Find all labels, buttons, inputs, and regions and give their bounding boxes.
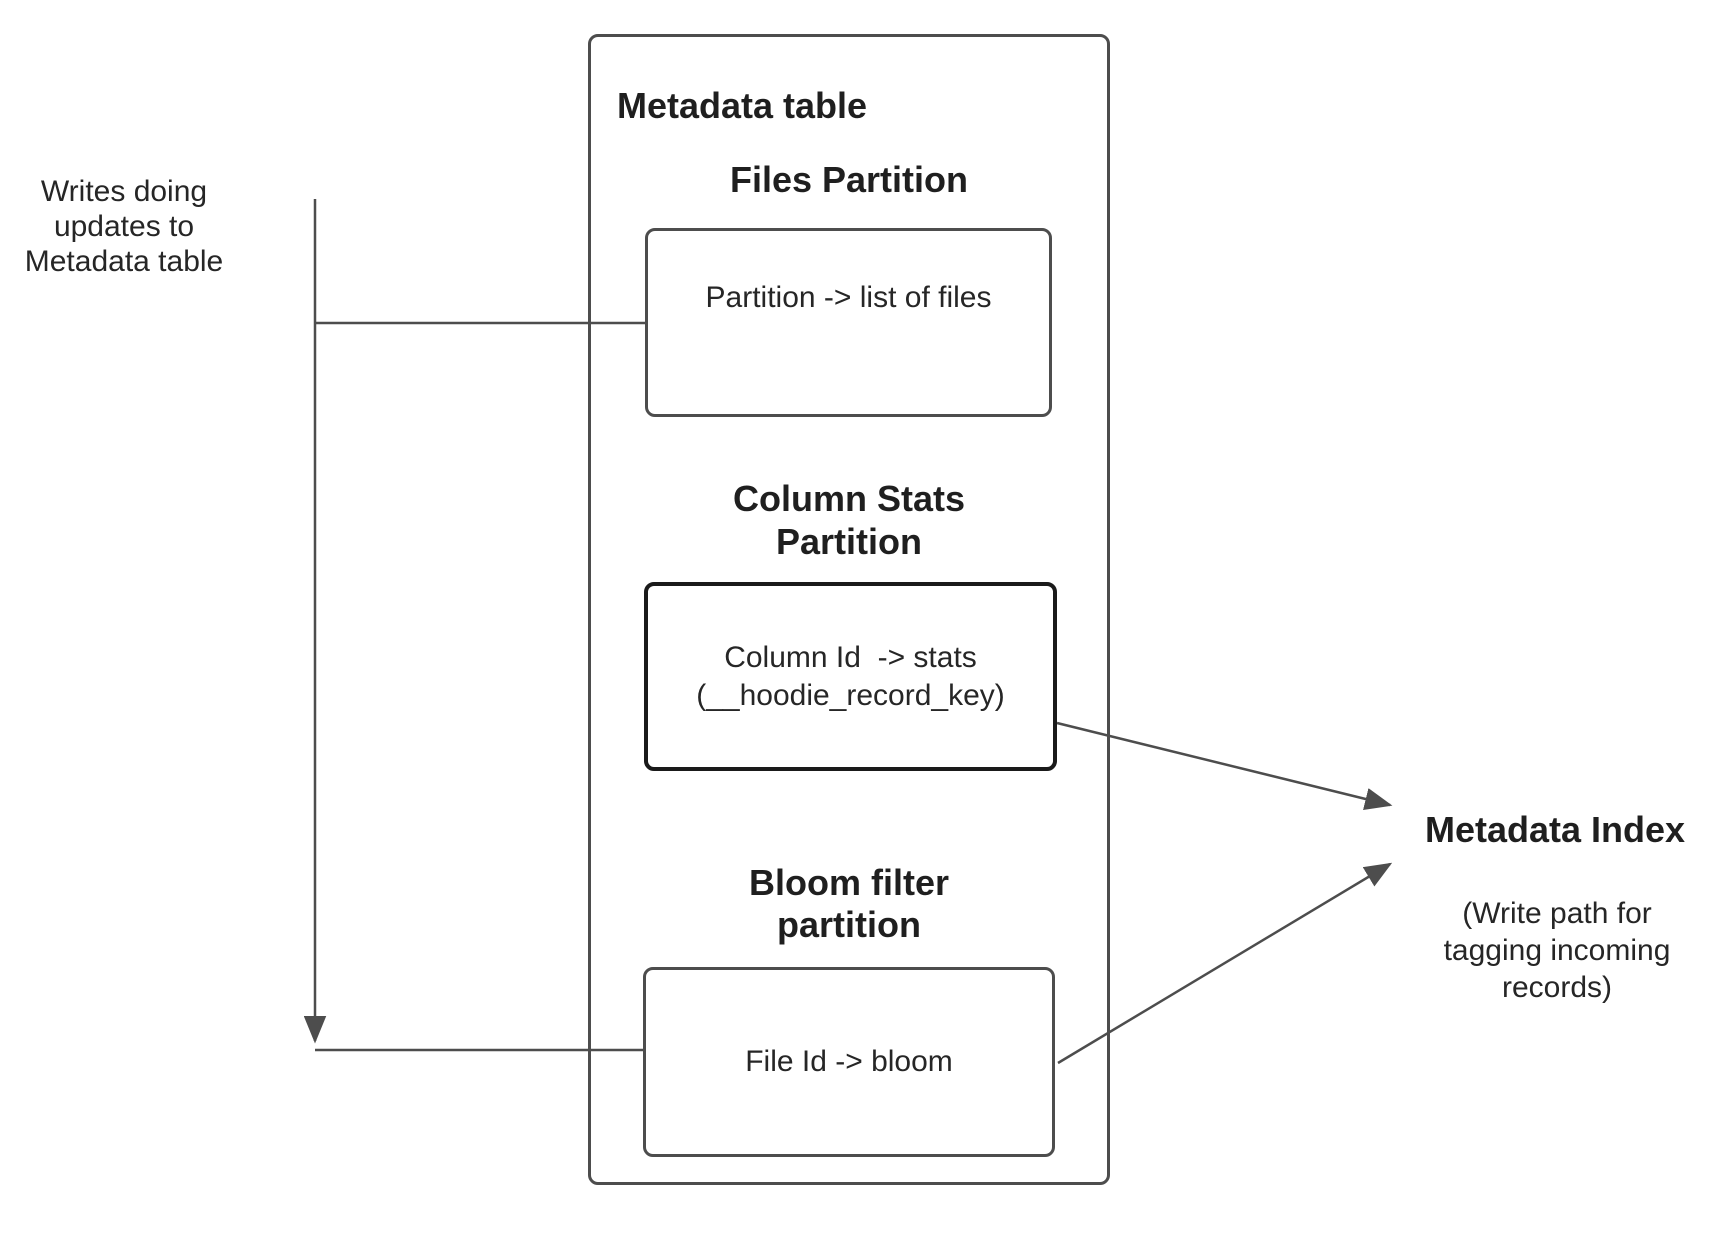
column-stats-heading: Column Stats Partition: [732, 478, 965, 562]
files-partition-heading: Files Partition: [729, 159, 969, 200]
files-partition-box: Partition -> list of files: [645, 228, 1052, 417]
metadata-index-subtitle: (Write path for tagging incoming records…: [1443, 897, 1671, 1004]
writes-note: Writes doing updates to Metadata table: [24, 175, 224, 278]
metadata-table-box: Metadata table Files Partition Partition…: [588, 34, 1110, 1185]
bloom-filter-box: File Id -> bloom: [643, 967, 1055, 1157]
metadata-table-title: Metadata table: [617, 85, 868, 126]
column-stats-label: Column Id -> stats (__hoodie_record_key): [696, 640, 1005, 712]
column-stats-box: Column Id -> stats (__hoodie_record_key): [644, 582, 1057, 771]
bloom-filter-label: File Id -> bloom: [745, 1045, 953, 1078]
bloom-filter-heading: Bloom filter partition: [748, 862, 949, 945]
metadata-index-title: Metadata Index: [1424, 809, 1686, 850]
files-partition-label: Partition -> list of files: [705, 280, 992, 314]
